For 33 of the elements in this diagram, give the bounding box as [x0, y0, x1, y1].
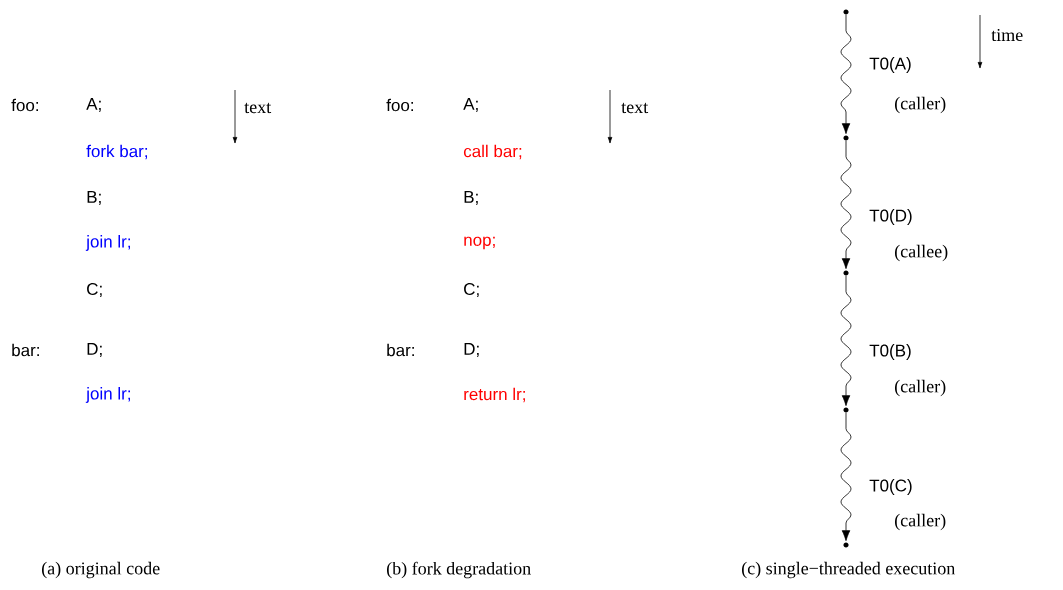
wavy-arrow — [840, 140, 852, 269]
caption: (a) original code — [42, 561, 160, 579]
code-line: fork bar; — [86, 144, 147, 160]
code-line: A; — [463, 98, 478, 112]
code-line: A; — [86, 98, 101, 112]
code-line: D; — [464, 343, 479, 357]
wavy-arrow — [840, 14, 852, 134]
code-line: nop; — [464, 236, 495, 250]
caption: (c) single−threaded execution — [742, 561, 956, 579]
direction-label: text — [621, 102, 649, 114]
code-label: foo: — [386, 98, 413, 112]
direction-label: text — [244, 102, 272, 114]
edge-label: T0(B) — [869, 344, 911, 360]
code-line: return lr; — [464, 387, 525, 403]
edge-label: T0(D) — [869, 209, 912, 225]
code-label: bar: — [12, 343, 39, 357]
code-line: join lr; — [85, 387, 130, 403]
code-line: C; — [87, 283, 102, 298]
wavy-arrow — [840, 275, 852, 406]
direction-label: time — [991, 28, 1023, 42]
code-label: foo: — [11, 98, 38, 112]
caption: (b) fork degradation — [387, 561, 531, 579]
role-label: (caller) — [895, 96, 946, 114]
wavy-arrow — [840, 412, 852, 541]
code-line: B; — [464, 191, 478, 205]
code-label: bar: — [387, 343, 414, 357]
code-line: B; — [87, 191, 101, 205]
code-line: join lr; — [85, 235, 130, 251]
code-line: C; — [464, 283, 479, 298]
edge-label: T0(C) — [869, 479, 912, 495]
code-line: D; — [87, 343, 102, 357]
code-line: call bar; — [463, 144, 522, 160]
edge-label: T0(A) — [869, 57, 911, 73]
